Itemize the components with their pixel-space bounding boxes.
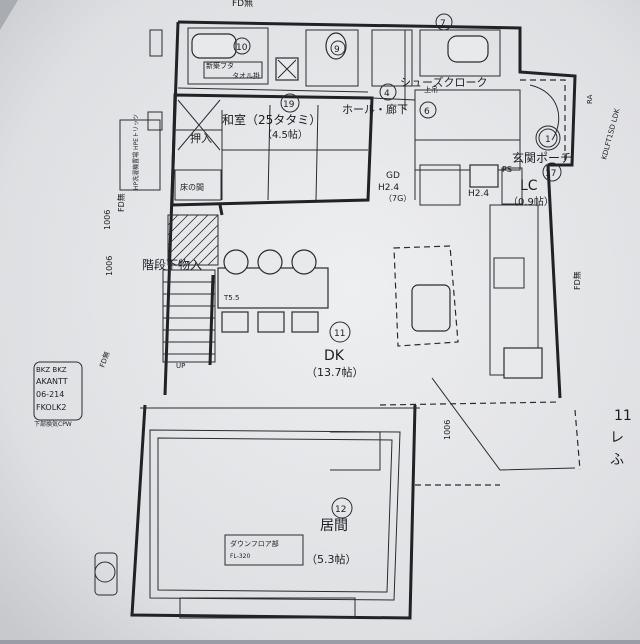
room-1: 1 xyxy=(538,128,558,148)
room-11: 11 DK （13.7帖） xyxy=(306,321,364,379)
dim-1006a: 1006 xyxy=(103,210,112,230)
labels: FD無 10 9 7 新築フタ タオル掛 19 和室（25タタミ） （4.5帖）… xyxy=(34,0,632,566)
label-towel: タオル掛 xyxy=(232,71,260,80)
stairs xyxy=(162,214,219,366)
label-downfloor-sub: FL-320 xyxy=(230,553,250,560)
room-number: 6 xyxy=(424,107,430,117)
label-h24a: H2.4 xyxy=(378,183,399,193)
label-ps: PS xyxy=(502,165,512,174)
room-10: 10 xyxy=(233,37,251,55)
room-number: 4 xyxy=(384,89,390,99)
washitsu-zone xyxy=(170,93,374,216)
label-tokonoma: 床の間 xyxy=(180,182,204,192)
tag-line-3: FKOLK2 xyxy=(36,403,67,412)
room-number: 10 xyxy=(236,43,248,53)
room-19: 19 和室（25タタミ） （4.5帖） xyxy=(222,93,321,141)
room-number: 12 xyxy=(335,505,346,515)
living-zone xyxy=(179,431,381,619)
room-size: （13.7帖） xyxy=(306,366,364,379)
room-17: 17 玄関ポーチ xyxy=(512,150,572,182)
room-name: 和室（25タタミ） xyxy=(222,112,321,127)
label-downfloor: ダウンフロア部 xyxy=(230,539,279,548)
label-lc-size: （0.9帖） xyxy=(508,195,554,208)
right-edge-re: レ xyxy=(610,430,624,446)
room-number: 1 xyxy=(545,135,551,145)
room-name: 玄関ポーチ xyxy=(512,150,572,165)
label-stair-storage: 階段下物入 xyxy=(142,257,202,272)
room-name: DK xyxy=(324,348,345,364)
bath-zone xyxy=(177,27,501,110)
room-size: （5.3帖） xyxy=(306,553,357,566)
label-lc: LC xyxy=(520,178,538,194)
dim-1006b: 1006 xyxy=(105,256,114,276)
label-gd: GD xyxy=(386,171,400,181)
right-edge-fu: ふ xyxy=(610,452,624,468)
fd-right: FD無 xyxy=(572,271,582,290)
room-6: 6 ホール・廊下 xyxy=(342,101,437,119)
label-h24b: H2.4 xyxy=(468,189,489,199)
label-h24a-sub: （7G） xyxy=(384,194,411,203)
tag-line-1: AKANTT xyxy=(36,377,68,386)
dim-1006c: 1006 xyxy=(443,420,452,440)
room-number: 19 xyxy=(283,100,295,110)
room-7: 7 xyxy=(435,13,453,31)
tag-line-4: 下部換気CPW xyxy=(34,420,72,428)
top-label: FD無 xyxy=(232,0,253,9)
tag-line-0: BKZ BKZ xyxy=(36,366,67,374)
label-upper: 上吊 xyxy=(424,85,438,94)
dk-zone xyxy=(217,204,581,486)
room-number: 11 xyxy=(334,329,345,339)
label-ra: RA xyxy=(586,94,594,104)
right-edge-11: 11 xyxy=(614,408,632,424)
fd-left: FD無 xyxy=(116,193,126,212)
label-ts: T5.5 xyxy=(223,294,239,302)
left-vertical-note: HP洗濯機置場 HPEトリッツ xyxy=(132,114,140,190)
room-12: 12 居間 （5.3帖） xyxy=(306,497,357,566)
label-kakusaki: 新築フタ xyxy=(206,61,234,70)
room-number: 9 xyxy=(334,45,340,55)
room-4: 4 シューズクローク xyxy=(379,75,487,101)
room-name: 居間 xyxy=(320,518,348,534)
room-size: （4.5帖） xyxy=(262,128,308,141)
tag-line-2: 06-214 xyxy=(36,390,64,399)
hall-zone xyxy=(371,79,566,206)
room-number: 17 xyxy=(545,169,556,179)
room-name: シューズクローク xyxy=(400,75,487,89)
room-name: ホール・廊下 xyxy=(342,102,408,116)
room-number: 7 xyxy=(440,19,446,29)
label-up: UP xyxy=(176,362,185,370)
label-oshiire: 押入 xyxy=(190,131,212,145)
room-9: 9 xyxy=(330,40,346,56)
left-annotations xyxy=(33,29,163,596)
outer-walls xyxy=(130,20,577,620)
